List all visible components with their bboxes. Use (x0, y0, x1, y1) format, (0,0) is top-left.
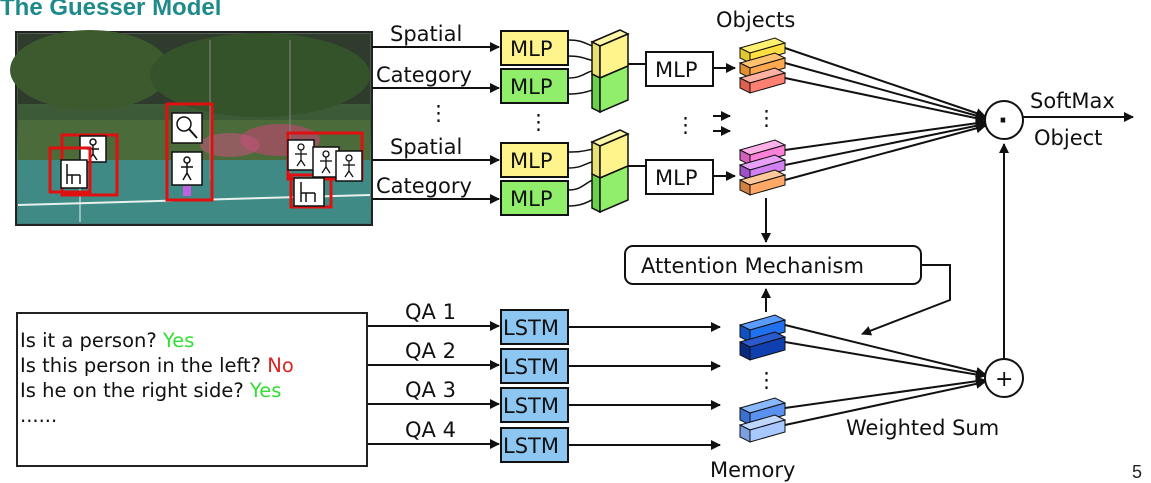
dialog-line: Is this person in the left? No (20, 353, 366, 378)
label-spatial-2: Spatial (390, 135, 462, 159)
dialog-line: Is it a person? Yes (20, 328, 366, 353)
mlp-category-2: MLP (500, 180, 569, 216)
label-object: Object (1034, 126, 1102, 150)
mlp-spatial-2: MLP (500, 142, 569, 178)
lstm-2: LSTM (500, 348, 569, 384)
svg-text:·: · (998, 106, 1008, 136)
label-category-1: Category (376, 63, 472, 87)
concat-feature-1 (590, 29, 630, 114)
object-bbox-chair-left (48, 146, 92, 194)
object-embeddings-bottom (738, 139, 787, 196)
label-weighted-sum: Weighted Sum (846, 416, 999, 440)
svg-text:LSTM: LSTM (503, 355, 559, 379)
label-qa-2: QA 2 (405, 339, 456, 363)
label-qa-4: QA 4 (405, 418, 456, 442)
object-embeddings-top (738, 37, 787, 94)
mlp-object-2: MLP (645, 159, 714, 195)
dot-product-node: · (984, 100, 1024, 140)
dialog-line: Is he on the right side? Yes (20, 378, 366, 403)
svg-text:MLP: MLP (510, 149, 552, 173)
label-category-2: Category (376, 174, 472, 198)
label-spatial-1: Spatial (390, 22, 462, 46)
lstm-1: LSTM (500, 309, 569, 345)
lstm-3: LSTM (500, 387, 569, 423)
diagram-title: The Guesser Model (0, 0, 222, 21)
dialog-question: Is it a person? (20, 329, 163, 352)
svg-text:LSTM: LSTM (503, 394, 559, 418)
svg-text:Attention Mechanism: Attention Mechanism (641, 254, 864, 278)
label-dots-objects: ⋮ (756, 106, 777, 130)
label-dots-memory: ⋮ (756, 368, 777, 392)
label-dots-mlp: ⋮ (528, 110, 549, 134)
svg-text:MLP: MLP (510, 75, 552, 99)
memory-embeddings-top (738, 314, 787, 361)
mlp-object-1: MLP (645, 51, 714, 87)
svg-text:+: + (995, 367, 1013, 392)
lstm-4: LSTM (500, 427, 569, 463)
mlp-category-1: MLP (500, 68, 569, 104)
dialog-answer-no: No (267, 354, 294, 377)
svg-text:MLP: MLP (510, 37, 552, 61)
dialog-line: ...... (20, 403, 366, 428)
svg-text:LSTM: LSTM (503, 316, 559, 340)
object-bbox-racket (165, 102, 214, 202)
concat-feature-2 (590, 129, 630, 214)
dialog-question: ...... (20, 404, 58, 427)
svg-text:MLP: MLP (655, 166, 697, 190)
svg-text:MLP: MLP (510, 187, 552, 211)
page-number: 5 (1132, 462, 1143, 482)
object-bbox-group-right (286, 131, 364, 209)
label-softmax: SoftMax (1030, 89, 1115, 113)
label-dots-mlp2: ⋮ (675, 113, 696, 137)
svg-text:LSTM: LSTM (503, 434, 559, 458)
label-qa-1: QA 1 (405, 300, 456, 324)
svg-text:MLP: MLP (655, 58, 697, 82)
dialog-answer-yes: Yes (249, 379, 282, 402)
label-dots-inputs: ⋮ (428, 101, 449, 125)
attention-mechanism-box: Attention Mechanism (624, 245, 922, 285)
weighted-sum-node: + (984, 358, 1024, 398)
memory-embeddings-bottom (738, 397, 787, 443)
label-qa-3: QA 3 (405, 378, 456, 402)
dialog-question: Is this person in the left? (20, 354, 268, 377)
label-objects: Objects (716, 8, 795, 32)
dialog-answer-yes: Yes (162, 329, 195, 352)
dialog-question: Is he on the right side? (20, 379, 250, 402)
label-memory: Memory (710, 458, 795, 482)
mlp-spatial-1: MLP (500, 30, 569, 66)
